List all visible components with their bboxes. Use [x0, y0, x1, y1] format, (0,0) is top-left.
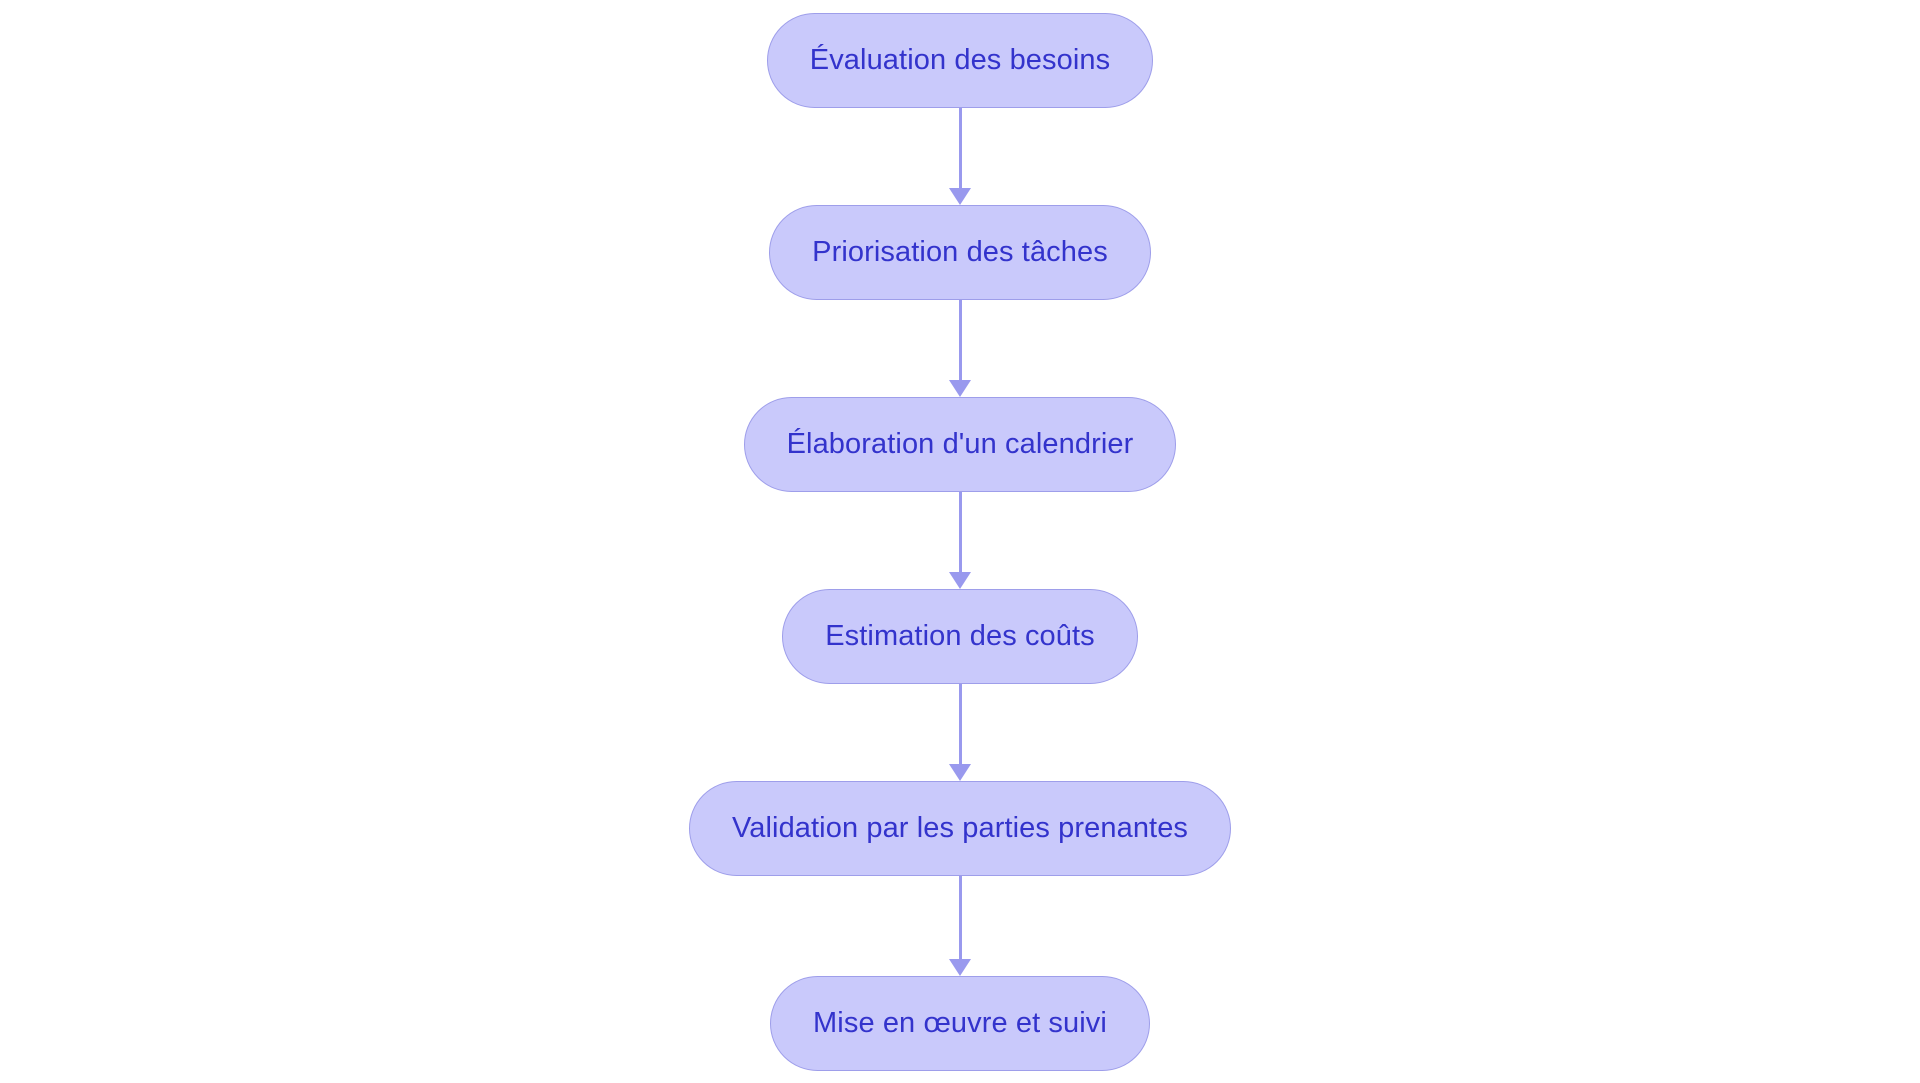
flow-node-mise-en-oeuvre-et-suivi[interactable]: Mise en œuvre et suivi	[770, 976, 1150, 1071]
arrow-head-icon	[949, 380, 971, 397]
flow-node-evaluation-des-besoins[interactable]: Évaluation des besoins	[766, 13, 1154, 108]
flow-node-estimation-des-couts[interactable]: Estimation des coûts	[782, 589, 1138, 684]
arrow-head-icon	[949, 188, 971, 205]
flow-node-priorisation-des-taches[interactable]: Priorisation des tâches	[769, 205, 1151, 300]
flow-node-elaboration-dun-calendrier[interactable]: Élaboration d'un calendrier	[743, 397, 1177, 492]
arrow-head-icon	[949, 959, 971, 976]
flow-node-label: Mise en œuvre et suivi	[813, 1007, 1107, 1039]
flow-node-validation-par-les-parties-prenantes[interactable]: Validation par les parties prenantes	[688, 781, 1232, 876]
arrow-head-icon	[949, 572, 971, 589]
flow-arrow-n3-to-n4	[940, 492, 980, 589]
flow-node-label: Évaluation des besoins	[809, 44, 1111, 76]
arrow-line	[958, 876, 962, 960]
flow-arrow-n1-to-n2	[940, 108, 980, 205]
arrow-line	[958, 108, 962, 189]
arrow-line	[958, 684, 962, 765]
arrow-head-icon	[949, 764, 971, 781]
flow-node-label: Validation par les parties prenantes	[731, 812, 1189, 844]
flow-node-label: Élaboration d'un calendrier	[786, 428, 1134, 460]
flow-arrow-n4-to-n5	[940, 684, 980, 781]
flow-arrow-n5-to-n6	[940, 876, 980, 976]
flow-node-label: Estimation des coûts	[825, 620, 1095, 652]
arrow-line	[958, 300, 962, 381]
arrow-line	[958, 492, 962, 573]
flow-arrow-n2-to-n3	[940, 300, 980, 397]
flow-node-label: Priorisation des tâches	[812, 236, 1108, 268]
